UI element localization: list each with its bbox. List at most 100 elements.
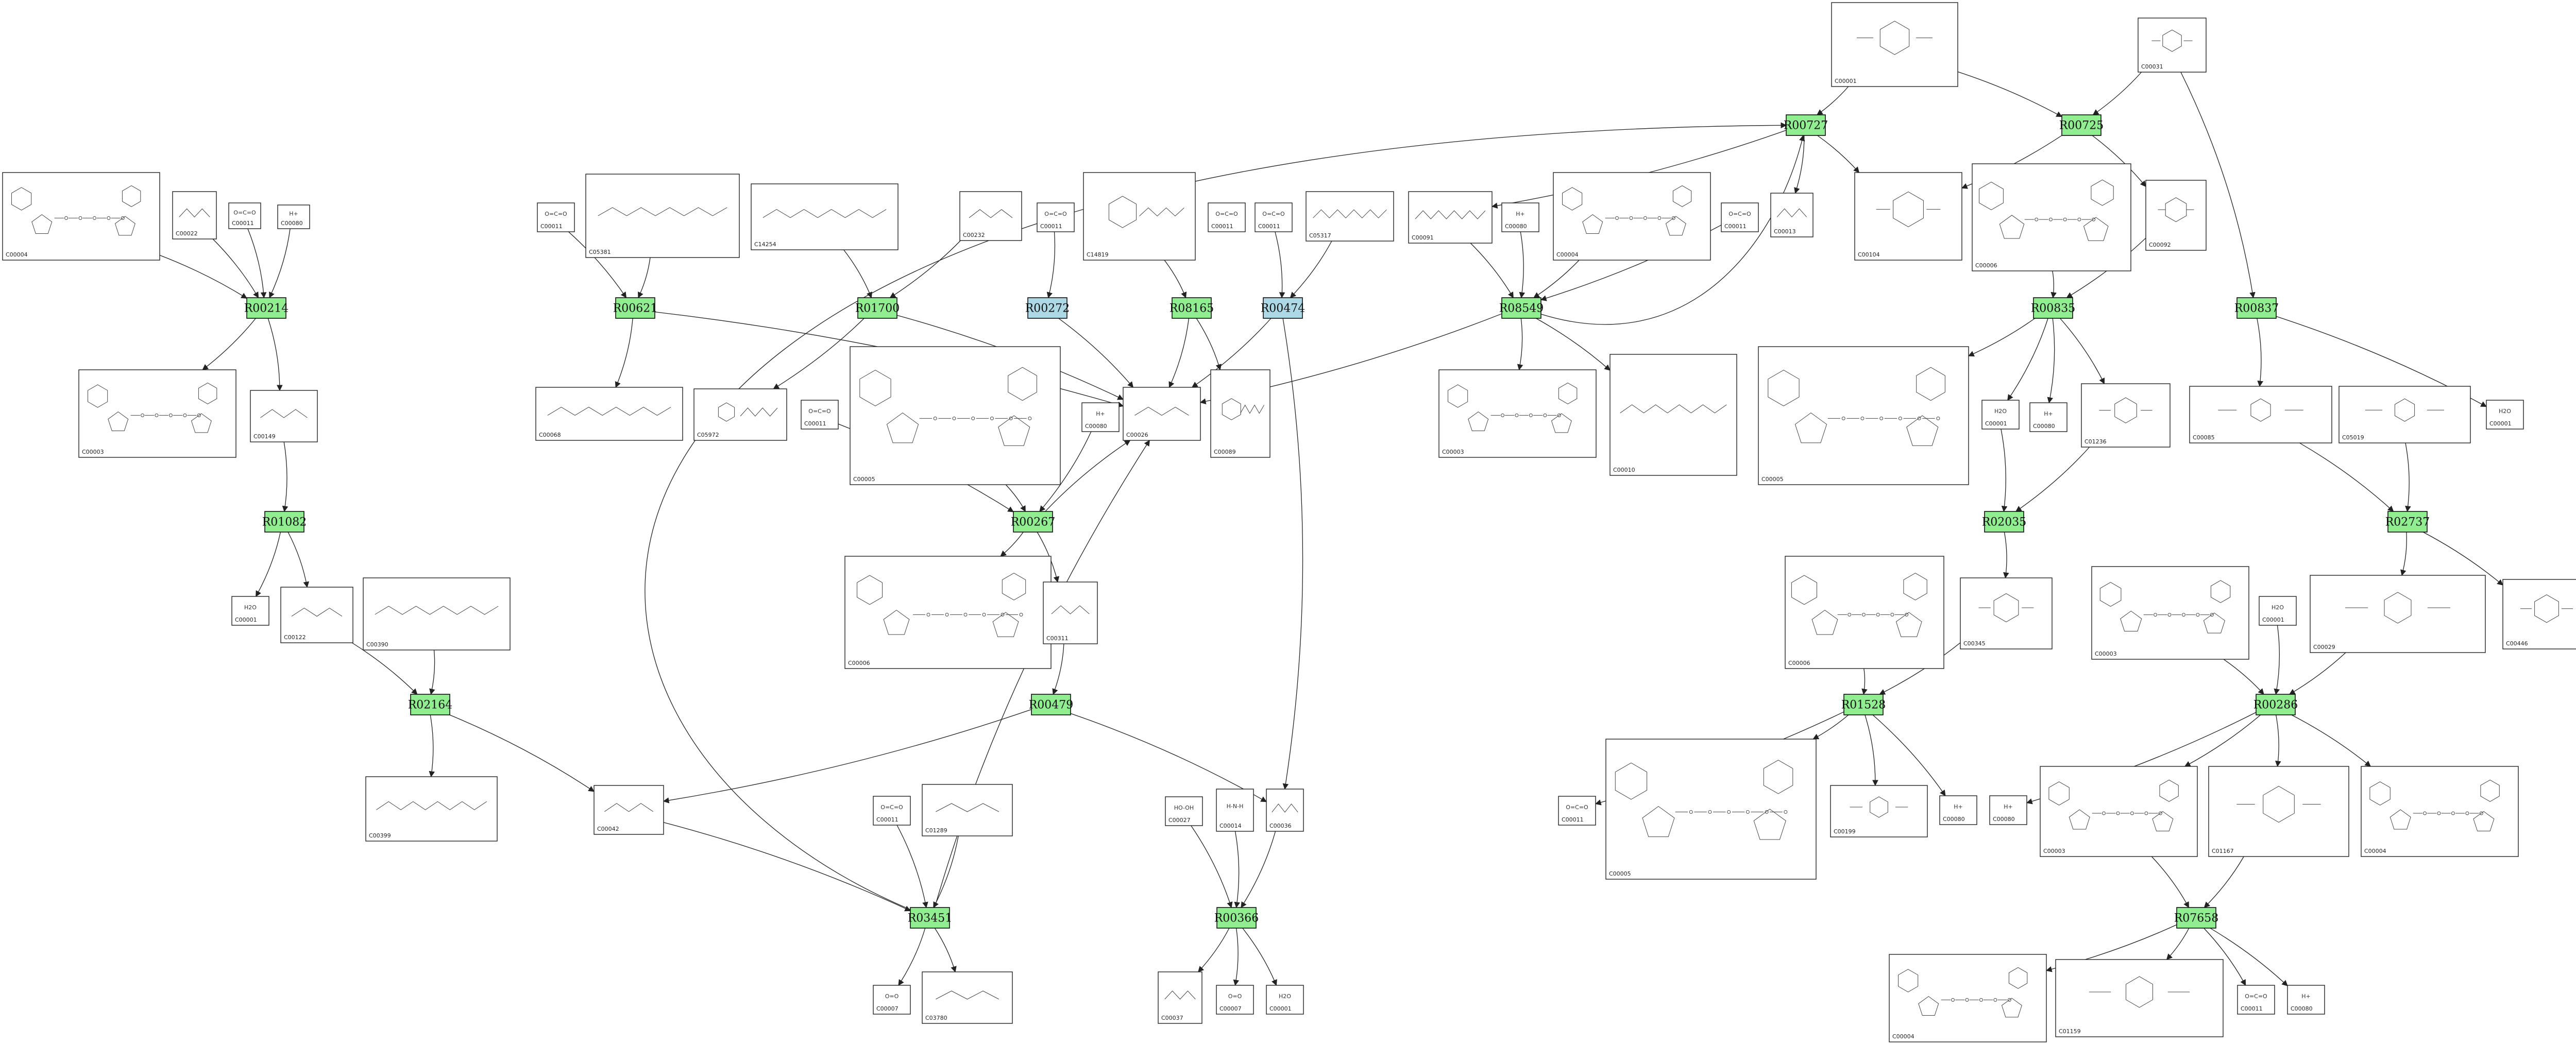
compound-id-label: C00004: [1892, 1033, 1914, 1040]
edge-R00214-c24: [202, 318, 256, 370]
reaction-node-R00267[interactable]: R00267: [1011, 511, 1056, 533]
reaction-node-R00835[interactable]: R00835: [2031, 297, 2076, 319]
reaction-node-R07658[interactable]: R07658: [2174, 907, 2219, 929]
reaction-node-R00286[interactable]: R00286: [2253, 694, 2298, 715]
reaction-box[interactable]: [1031, 694, 1071, 715]
reaction-node-R01700[interactable]: R01700: [855, 297, 900, 319]
reaction-label: R00727: [1784, 119, 1828, 132]
reaction-node-R00366[interactable]: R00366: [1214, 907, 1259, 929]
compound-formula: H-N-H: [1227, 803, 1244, 810]
compound-C00080: H+C00080: [1501, 202, 1539, 232]
edge-c25-R01082: [282, 441, 289, 512]
compound-box: [1123, 387, 1201, 441]
compound-id-label: C00085: [2193, 434, 2215, 441]
reaction-box[interactable]: [2176, 907, 2216, 929]
compound-box: [2310, 575, 2486, 653]
compound-id-label: C01159: [2059, 1028, 2081, 1035]
reaction-box[interactable]: [264, 511, 304, 533]
compound-box: [2259, 596, 2297, 626]
reaction-box[interactable]: [1263, 297, 1303, 319]
reaction-box[interactable]: [2387, 511, 2428, 533]
reaction-node-R00479[interactable]: R00479: [1029, 694, 1074, 715]
compound-box: [2029, 402, 2067, 432]
compound-box: [1083, 172, 1196, 261]
compound-box: [1785, 556, 1944, 669]
reaction-label: R00621: [613, 302, 658, 315]
edge-R08165-c32: [1196, 318, 1222, 371]
compound-id-label: C00004: [2364, 848, 2386, 854]
reaction-label: R00837: [2234, 302, 2279, 315]
edge-c14-R00474: [1275, 231, 1285, 299]
reaction-box[interactable]: [246, 297, 286, 319]
compound-C00080: H+C00080: [1081, 402, 1120, 432]
reaction-box[interactable]: [2033, 297, 2073, 319]
reaction-box[interactable]: [857, 297, 897, 319]
reaction-node-R02737[interactable]: R02737: [2385, 511, 2430, 533]
compound-id-label: C00001: [1269, 1005, 1292, 1012]
reaction-node-R02164[interactable]: R02164: [408, 694, 453, 715]
reaction-node-R00837[interactable]: R00837: [2234, 297, 2279, 319]
compound-id-label: C00011: [232, 220, 254, 227]
reaction-node-R00272[interactable]: R00272: [1025, 297, 1070, 319]
compound-id-label: C00104: [1858, 251, 1880, 258]
compound-C00010: C00010: [1609, 354, 1737, 476]
compound-formula: H+: [289, 211, 298, 217]
edge-R00835-c35: [1968, 318, 2036, 357]
reaction-node-R08165[interactable]: R08165: [1170, 297, 1214, 319]
reaction-node-R00727[interactable]: R00727: [1784, 114, 1828, 136]
reaction-node-R01528[interactable]: R01528: [1841, 694, 1886, 715]
reaction-box[interactable]: [1013, 511, 1053, 533]
reaction-box[interactable]: [1786, 114, 1826, 136]
reaction-box[interactable]: [1843, 694, 1884, 715]
reaction-box[interactable]: [2256, 694, 2296, 715]
reaction-label: R00272: [1025, 302, 1070, 315]
compound-id-label: C00149: [253, 433, 276, 440]
reaction-box[interactable]: [1984, 511, 2024, 533]
reaction-box[interactable]: [1216, 907, 1257, 929]
compound-box: [78, 369, 236, 458]
compound-id-label: C00199: [1834, 828, 1856, 835]
reaction-box[interactable]: [615, 297, 655, 319]
reaction-box[interactable]: [2236, 297, 2277, 319]
reaction-node-R03451[interactable]: R03451: [908, 907, 953, 929]
edge-c1-R00727: [1817, 86, 1849, 115]
reaction-label: R02035: [1982, 516, 2027, 529]
reaction-node-R08549[interactable]: R08549: [1499, 297, 1544, 319]
compound-C00006: C00006: [1972, 163, 2131, 271]
compound-C00080: H+C00080: [2029, 402, 2067, 432]
reaction-node-R00725[interactable]: R00725: [2059, 114, 2104, 136]
compound-box: [1558, 796, 1596, 826]
reaction-node-R02035[interactable]: R02035: [1982, 511, 2027, 533]
compound-C00037: C00037: [1158, 971, 1202, 1024]
reaction-node-R00214[interactable]: R00214: [244, 297, 289, 319]
reaction-box[interactable]: [1501, 297, 1541, 319]
reaction-box[interactable]: [910, 907, 950, 929]
reaction-node-R00621[interactable]: R00621: [613, 297, 658, 319]
compound-formula: O=C=O: [1262, 211, 1285, 217]
compound-box: [1981, 400, 2020, 430]
compound-formula: H+: [1954, 803, 1963, 810]
compound-box: [1854, 172, 1962, 261]
edge-c30-R00267: [1039, 431, 1092, 512]
reaction-box[interactable]: [2061, 114, 2102, 136]
compound-C00345: C00345: [1960, 577, 2053, 649]
reaction-box[interactable]: [1172, 297, 1212, 319]
reaction-node-R01082[interactable]: R01082: [262, 511, 307, 533]
edge-R00267-c45: [1000, 532, 1024, 557]
compound-box: [250, 390, 318, 442]
edge-R00272-c31: [1058, 318, 1134, 388]
compound-C00068: C00068: [535, 387, 683, 441]
compound-box: [922, 784, 1013, 836]
compound-formula: H2O: [244, 604, 257, 611]
reaction-box[interactable]: [410, 694, 450, 715]
edge-R01700-c27: [773, 318, 865, 389]
compound-id-label: C00011: [1040, 223, 1062, 230]
reaction-box[interactable]: [1027, 297, 1067, 319]
compound-id-label: C00003: [2095, 651, 2117, 657]
edge-R01528-c63: [1872, 714, 1946, 796]
edge-R02164-c54: [449, 714, 595, 792]
reaction-node-R00474[interactable]: R00474: [1261, 297, 1306, 319]
edge-R03451-R00727: [645, 122, 1787, 910]
reaction-label: R08165: [1170, 302, 1214, 315]
